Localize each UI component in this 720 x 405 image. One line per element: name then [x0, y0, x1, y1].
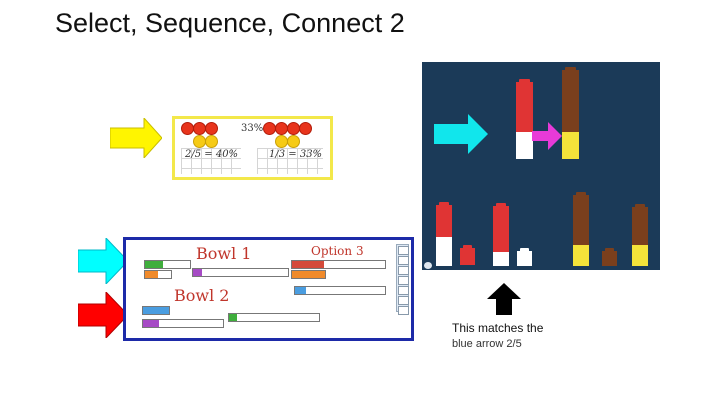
tool-button[interactable] [398, 306, 409, 315]
brown-cube-stack [562, 67, 579, 132]
option-label: Option 3 [311, 244, 364, 258]
yellow-counter [205, 135, 218, 148]
white-cube-stack [436, 237, 452, 266]
cyan-arrow-icon [434, 114, 488, 154]
tool-button[interactable] [398, 246, 409, 255]
fraction-bar[interactable] [142, 319, 224, 328]
slide-title: Select, Sequence, Connect 2 [55, 8, 405, 38]
white-cube-stack [516, 132, 533, 159]
fraction-bar[interactable] [228, 313, 320, 322]
red-cube-stack [436, 202, 452, 237]
fraction-bar[interactable] [294, 286, 386, 295]
brown-cube-stack [632, 204, 648, 245]
tool-button[interactable] [398, 256, 409, 265]
brown-cube [602, 248, 617, 266]
magenta-arrow-icon [532, 122, 562, 150]
yellow-cube-stack [562, 132, 579, 159]
fraction-bar[interactable] [192, 268, 289, 277]
grid-paper [257, 148, 323, 174]
fraction-bar[interactable] [291, 260, 386, 269]
caption-line-1: This matches the [452, 321, 544, 335]
app-logo-icon [424, 262, 432, 269]
yellow-cube-stack [573, 245, 589, 266]
fraction-bar[interactable] [291, 270, 326, 279]
red-counter [205, 122, 218, 135]
fraction-bar[interactable] [144, 260, 191, 269]
percent-note: 33% [241, 123, 264, 134]
fraction-bar[interactable] [144, 270, 172, 279]
cubes-panel[interactable] [422, 62, 660, 270]
black-up-arrow-icon [487, 283, 521, 315]
yellow-counter [287, 135, 300, 148]
cyan-arrow-icon [78, 238, 128, 284]
bowl2-label: Bowl 2 [174, 286, 230, 305]
bowls-panel[interactable]: Bowl 1 Option 3 Bowl 2 [123, 237, 414, 341]
caption-line-2: blue arrow 2/5 [452, 338, 522, 350]
tool-button[interactable] [398, 266, 409, 275]
tool-palette[interactable] [396, 244, 409, 315]
tool-button[interactable] [398, 286, 409, 295]
red-arrow-icon [78, 292, 128, 338]
white-cube [517, 248, 532, 266]
white-cube [493, 252, 509, 266]
tool-button[interactable] [398, 296, 409, 305]
fraction-note-left: 2/5 = 40% [185, 149, 239, 160]
fraction-bar[interactable] [142, 306, 170, 315]
fraction-note-right: 1/3 = 33% [269, 149, 323, 160]
red-cube [460, 245, 475, 265]
counters-panel[interactable]: 2/5 = 40% 33% 1/3 = 33% [172, 116, 333, 180]
bowl1-label: Bowl 1 [196, 244, 252, 263]
grid-paper [181, 148, 241, 174]
brown-cube-stack [573, 192, 589, 245]
red-cube-stack [516, 79, 533, 132]
tool-button[interactable] [398, 276, 409, 285]
red-counter [299, 122, 312, 135]
red-cube-stack [493, 203, 509, 252]
yellow-cube-stack [632, 245, 648, 266]
yellow-arrow-icon [110, 118, 162, 158]
